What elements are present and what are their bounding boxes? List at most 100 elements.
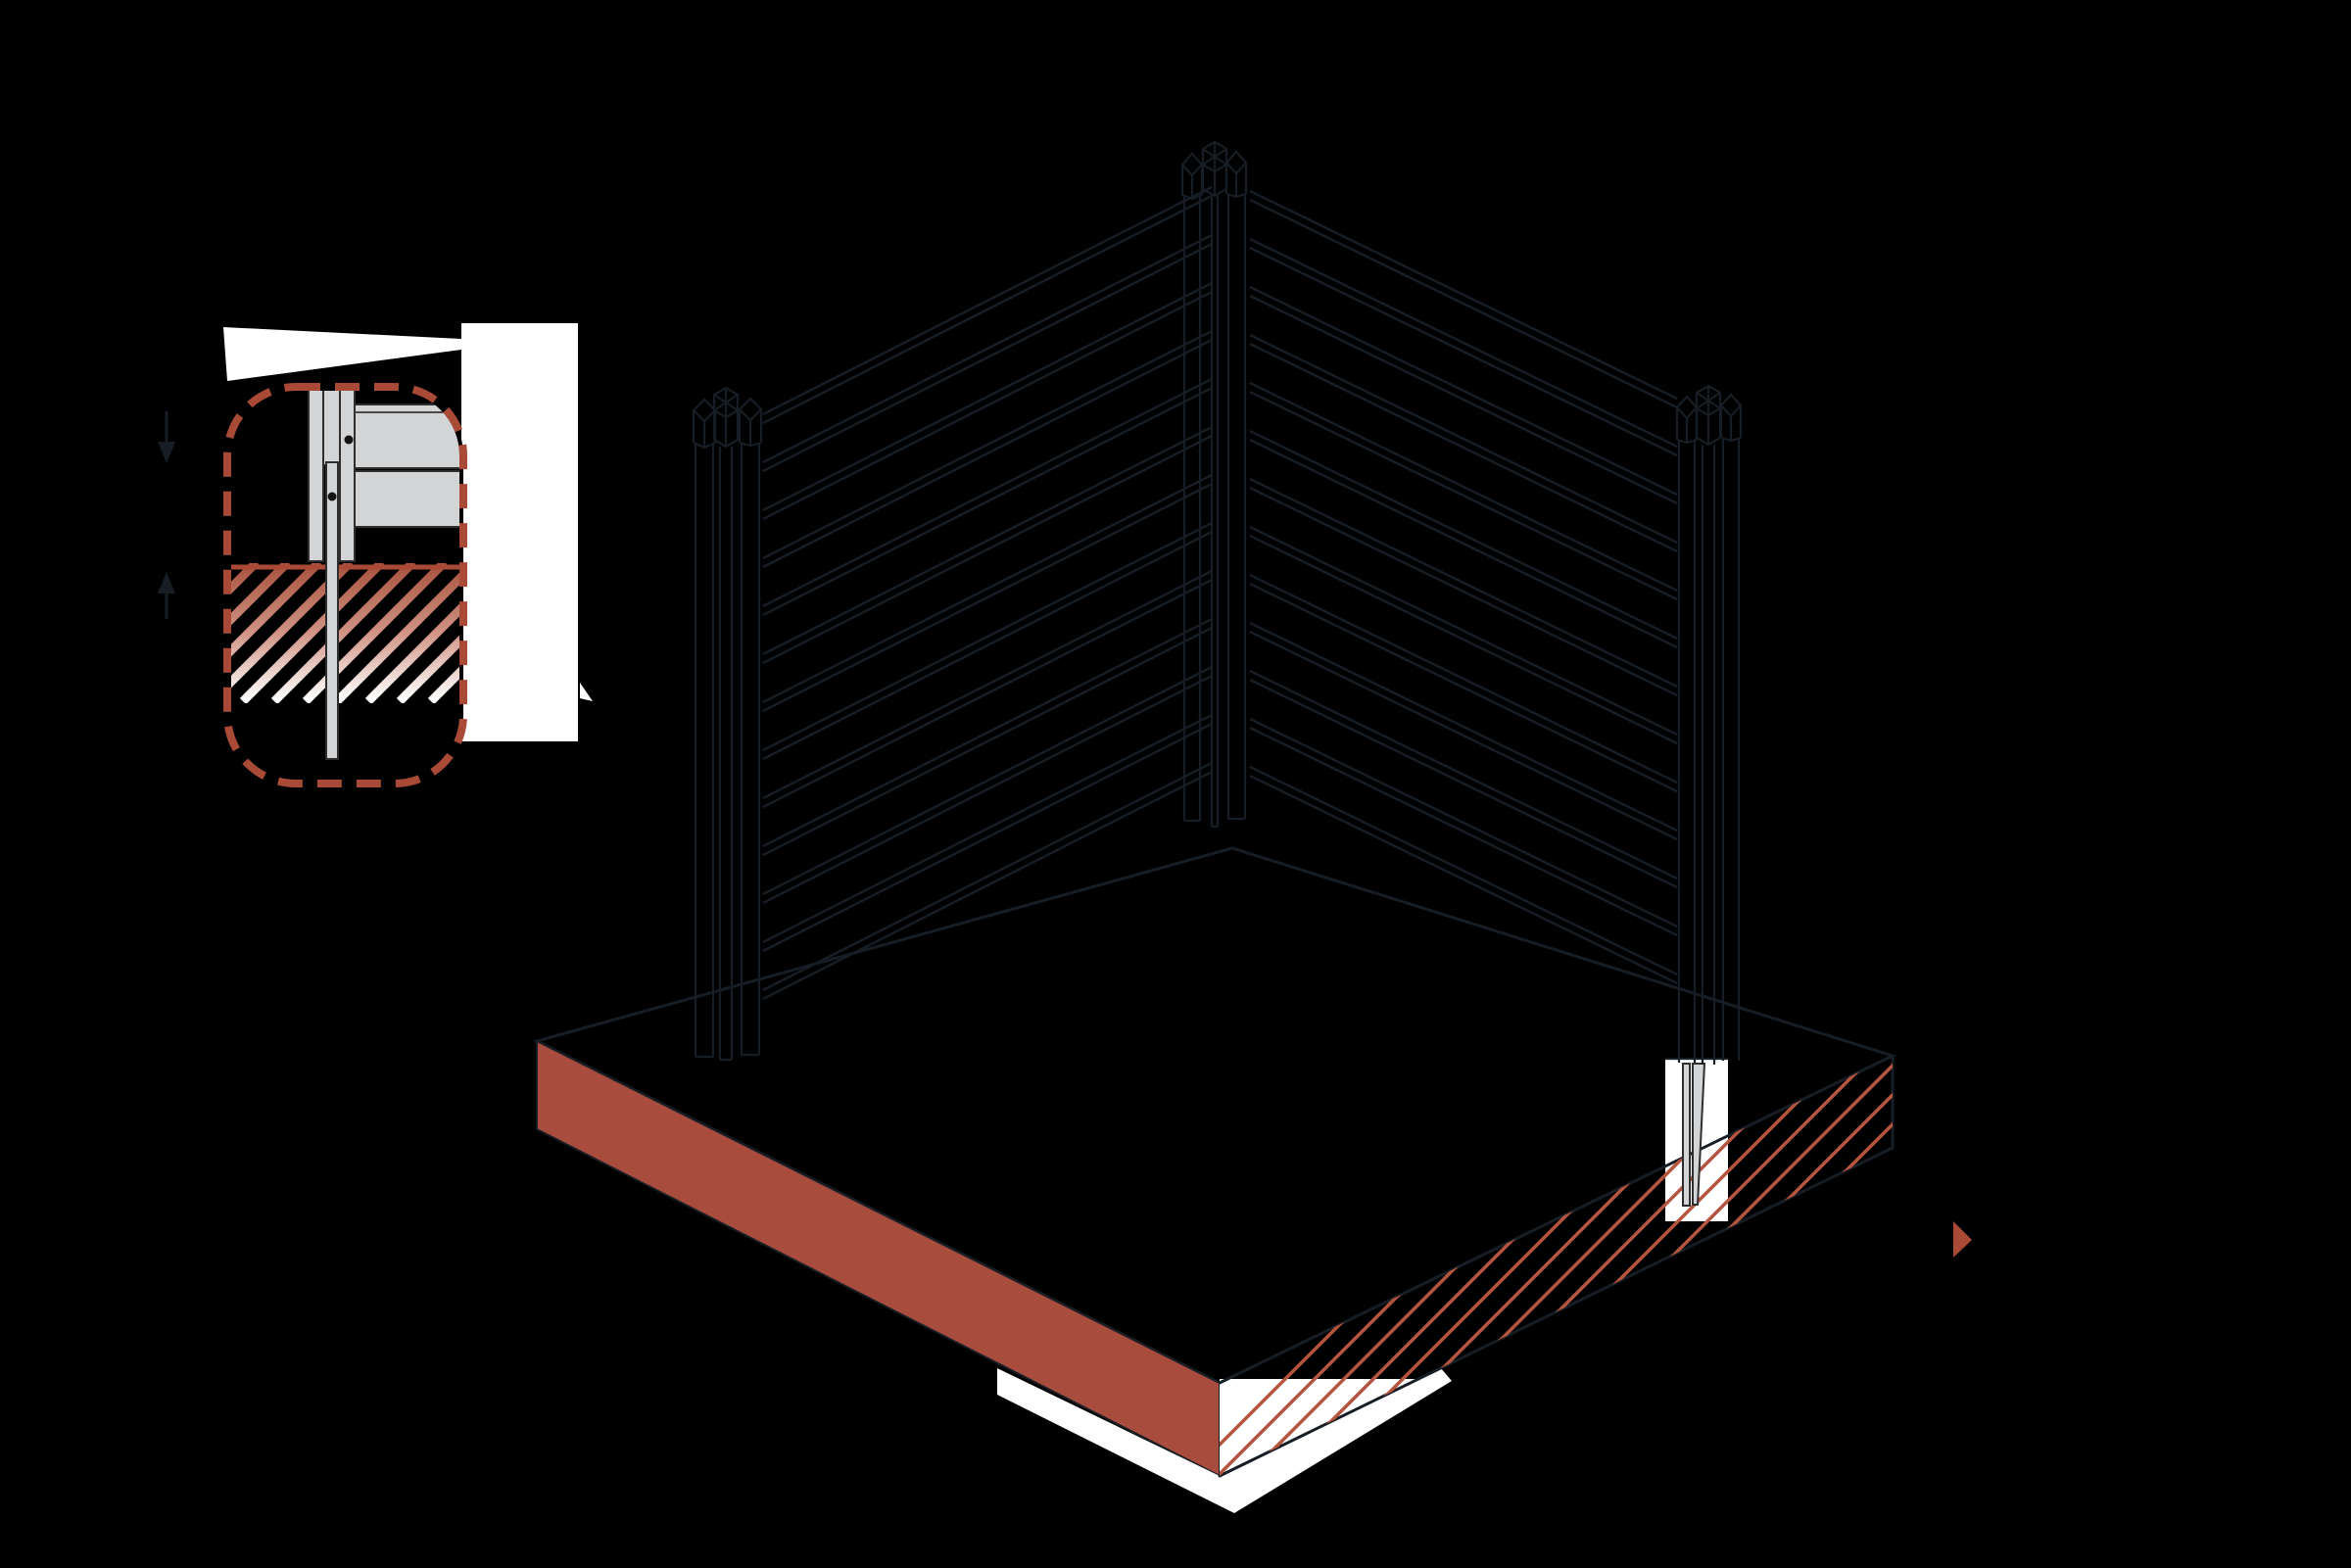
drive-direction-arrows bbox=[158, 410, 175, 620]
rail-section-lower bbox=[354, 470, 459, 528]
inset-soil bbox=[231, 563, 459, 703]
generated-line bbox=[396, 563, 459, 703]
right-post bbox=[1675, 384, 1743, 1065]
generated-line bbox=[762, 290, 1213, 521]
rail-section-upper bbox=[354, 404, 459, 469]
generated-line bbox=[1761, 1056, 1893, 1476]
generated-line bbox=[1879, 1056, 1893, 1476]
post-profile-right bbox=[339, 391, 356, 562]
generated-line bbox=[762, 425, 1213, 656]
right-post-cap-profile bbox=[1695, 384, 1722, 447]
generated-line bbox=[762, 434, 1213, 665]
generated-line bbox=[762, 242, 1213, 473]
ground-spike-in-slab bbox=[1682, 1063, 1706, 1207]
triangle-right-marker-icon bbox=[1953, 1221, 1972, 1258]
generated-line bbox=[1849, 1056, 1893, 1476]
post-profile-left bbox=[308, 391, 324, 562]
generated-line bbox=[1791, 1056, 1893, 1476]
callout-pointer bbox=[580, 683, 593, 701]
generated-line bbox=[1940, 1019, 2351, 1547]
generated-line bbox=[1249, 237, 1678, 449]
generated-line bbox=[762, 233, 1213, 464]
generated-line bbox=[1249, 342, 1678, 553]
generated-line bbox=[762, 713, 1213, 944]
generated-line bbox=[1249, 669, 1678, 880]
generated-line bbox=[1249, 621, 1678, 832]
generated-line bbox=[231, 563, 292, 703]
corner-post-cap-profile bbox=[1201, 140, 1228, 198]
screw-hole-upper bbox=[344, 435, 354, 445]
generated-line bbox=[1820, 1056, 1893, 1476]
generated-line bbox=[762, 377, 1213, 608]
generated-line bbox=[1249, 717, 1678, 928]
generated-line bbox=[762, 473, 1213, 704]
slab-bottom-offset-band bbox=[997, 1367, 1452, 1513]
callout-wedge bbox=[223, 327, 461, 381]
inset-content bbox=[231, 391, 459, 760]
inset-soil-hatching bbox=[231, 563, 459, 703]
left-post-cap-profile bbox=[712, 386, 740, 449]
generated-line bbox=[762, 617, 1213, 848]
generated-line bbox=[762, 194, 1213, 425]
generated-line bbox=[333, 563, 459, 703]
callout-panel bbox=[461, 323, 578, 741]
generated-line bbox=[1249, 573, 1678, 784]
generated-line bbox=[1249, 765, 1678, 976]
generated-line bbox=[231, 563, 261, 703]
generated-line bbox=[1249, 486, 1678, 697]
generated-line bbox=[762, 521, 1213, 752]
inset-ground-spike bbox=[325, 461, 339, 760]
ground-spike-detail-inset bbox=[158, 383, 467, 787]
generated-line bbox=[762, 185, 1213, 416]
generated-line bbox=[1249, 774, 1678, 985]
post-profile-center bbox=[322, 391, 341, 466]
generated-line bbox=[364, 563, 459, 703]
generated-line bbox=[762, 722, 1213, 953]
generated-line bbox=[762, 761, 1213, 992]
arrow-up-icon bbox=[158, 572, 175, 594]
generated-line bbox=[1249, 678, 1678, 889]
generated-line bbox=[762, 482, 1213, 713]
generated-line bbox=[1249, 381, 1678, 593]
generated-line bbox=[1249, 438, 1678, 649]
generated-line bbox=[1249, 477, 1678, 689]
generated-line bbox=[1249, 285, 1678, 497]
generated-line bbox=[762, 665, 1213, 896]
left-panel-slats bbox=[762, 185, 1213, 1001]
generated-line bbox=[762, 338, 1213, 569]
generated-line bbox=[1249, 390, 1678, 601]
generated-line bbox=[231, 563, 323, 703]
generated-line bbox=[1249, 429, 1678, 641]
screw-hole-lower bbox=[327, 492, 337, 501]
generated-line bbox=[762, 329, 1213, 560]
generated-line bbox=[239, 563, 386, 703]
generated-line bbox=[762, 770, 1213, 1001]
generated-line bbox=[762, 674, 1213, 905]
corner-post bbox=[1180, 140, 1248, 829]
generated-line bbox=[1249, 333, 1678, 545]
generated-line bbox=[762, 578, 1213, 809]
corner-fence bbox=[692, 140, 1743, 1065]
generated-line bbox=[1249, 198, 1678, 409]
generated-line bbox=[1249, 534, 1678, 745]
generated-line bbox=[1249, 525, 1678, 736]
right-panel-slats bbox=[1249, 189, 1678, 985]
generated-line bbox=[762, 281, 1213, 512]
generated-line bbox=[1249, 726, 1678, 937]
generated-line bbox=[762, 569, 1213, 800]
generated-line bbox=[1249, 246, 1678, 457]
arrow-down-icon bbox=[158, 442, 175, 463]
generated-line bbox=[1249, 630, 1678, 841]
ground-slab bbox=[532, 846, 2351, 1547]
generated-line bbox=[1249, 294, 1678, 505]
generated-line bbox=[762, 386, 1213, 617]
generated-line bbox=[762, 626, 1213, 857]
generated-line bbox=[270, 563, 417, 703]
generated-line bbox=[1249, 189, 1678, 401]
generated-line bbox=[1910, 1019, 2351, 1547]
generated-line bbox=[1732, 1056, 1893, 1476]
generated-line bbox=[427, 563, 459, 703]
left-post bbox=[692, 386, 763, 1062]
